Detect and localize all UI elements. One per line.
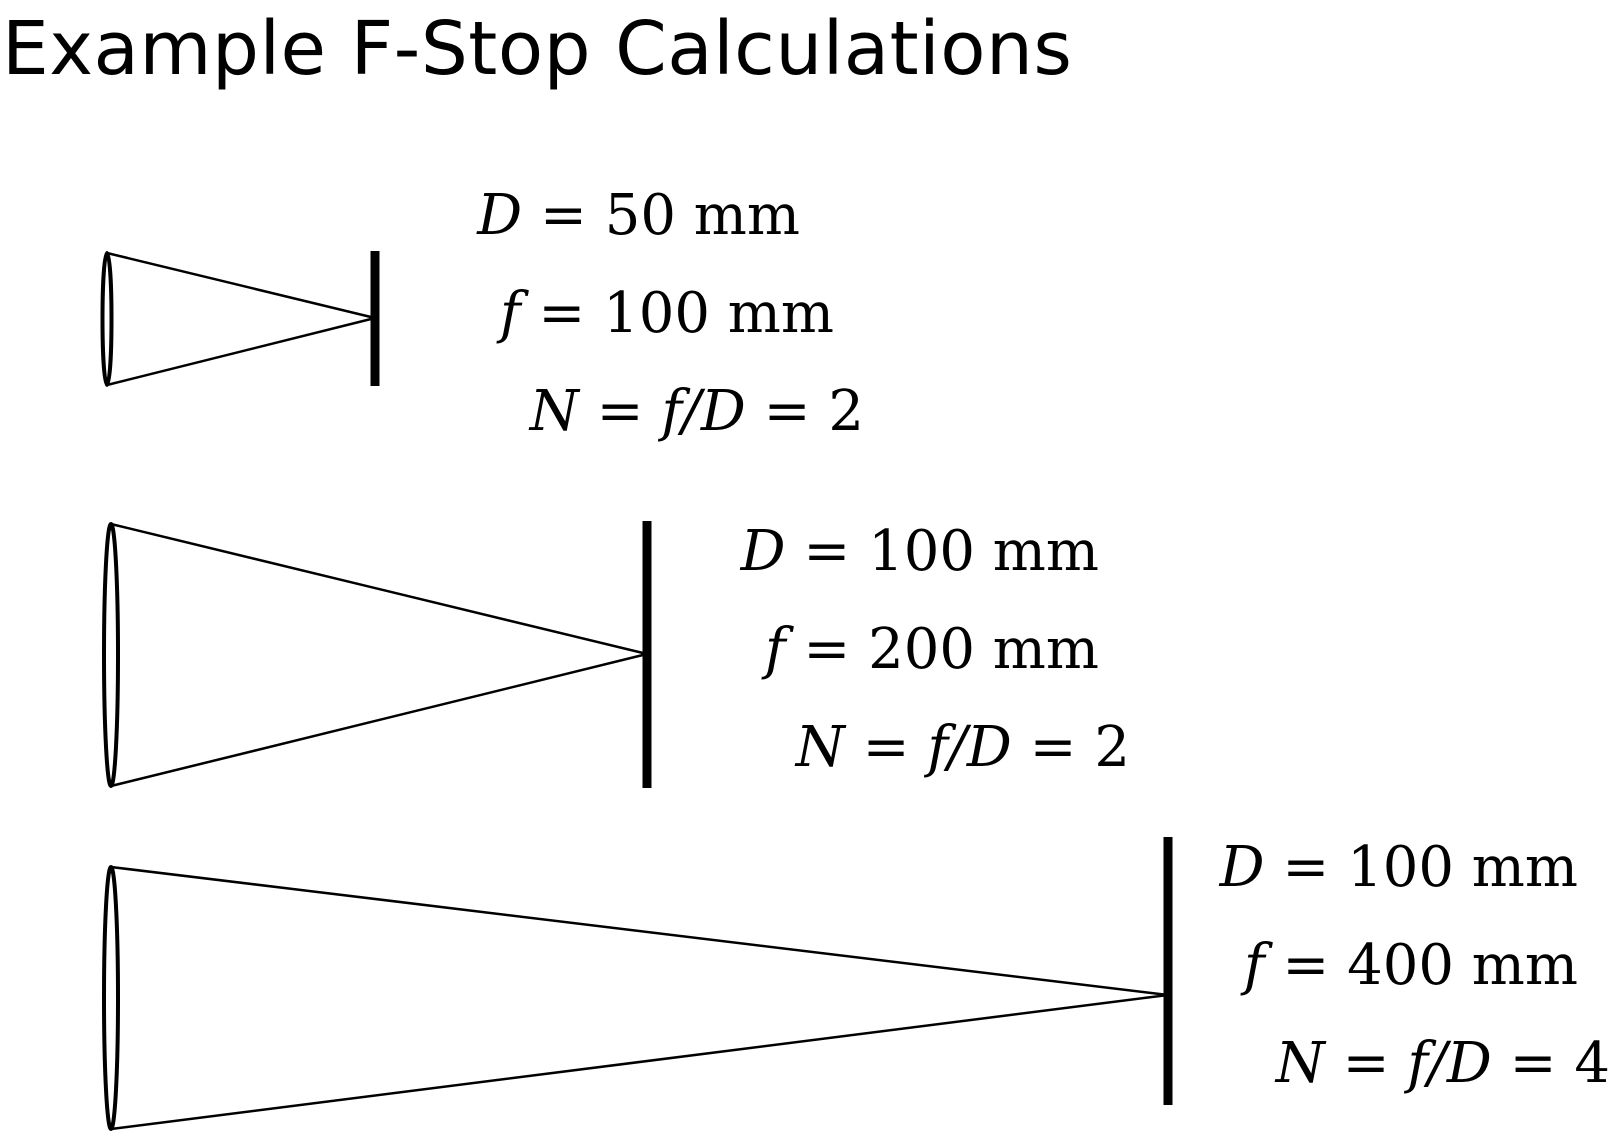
eq-diameter-1: D = 50 mm — [476, 183, 800, 248]
light-cone-3 — [110, 865, 1169, 1131]
lens-1 — [100, 251, 114, 387]
lens-2 — [102, 522, 120, 788]
equations-1: D = 50 mm f = 100 mm N = f/D = 2 — [476, 183, 864, 444]
eq-focal-1: f = 100 mm — [496, 281, 834, 346]
eq-fnumber-2: N = f/D = 2 — [794, 715, 1130, 780]
eq-fnumber-3: N = f/D = 4 — [1274, 1031, 1610, 1096]
eq-focal-2: f = 200 mm — [761, 617, 1099, 682]
eq-diameter-3: D = 100 mm — [1219, 835, 1578, 900]
equations-3: D = 100 mm f = 400 mm N = f/D = 4 — [1219, 835, 1610, 1096]
page-title: Example F-Stop Calculations — [2, 6, 1073, 92]
eq-diameter-2: D = 100 mm — [740, 519, 1099, 584]
equations-2: D = 100 mm f = 200 mm N = f/D = 2 — [740, 519, 1130, 780]
light-cone-1 — [106, 251, 376, 387]
eq-fnumber-1: N = f/D = 2 — [528, 379, 864, 444]
eq-focal-3: f = 400 mm — [1240, 933, 1578, 998]
light-cone-2 — [110, 522, 648, 788]
example-2: D = 100 mm f = 200 mm N = f/D = 2 — [102, 519, 1130, 788]
example-1: D = 50 mm f = 100 mm N = f/D = 2 — [100, 183, 864, 444]
example-3: D = 100 mm f = 400 mm N = f/D = 4 — [102, 835, 1610, 1131]
lens-3 — [102, 865, 120, 1131]
